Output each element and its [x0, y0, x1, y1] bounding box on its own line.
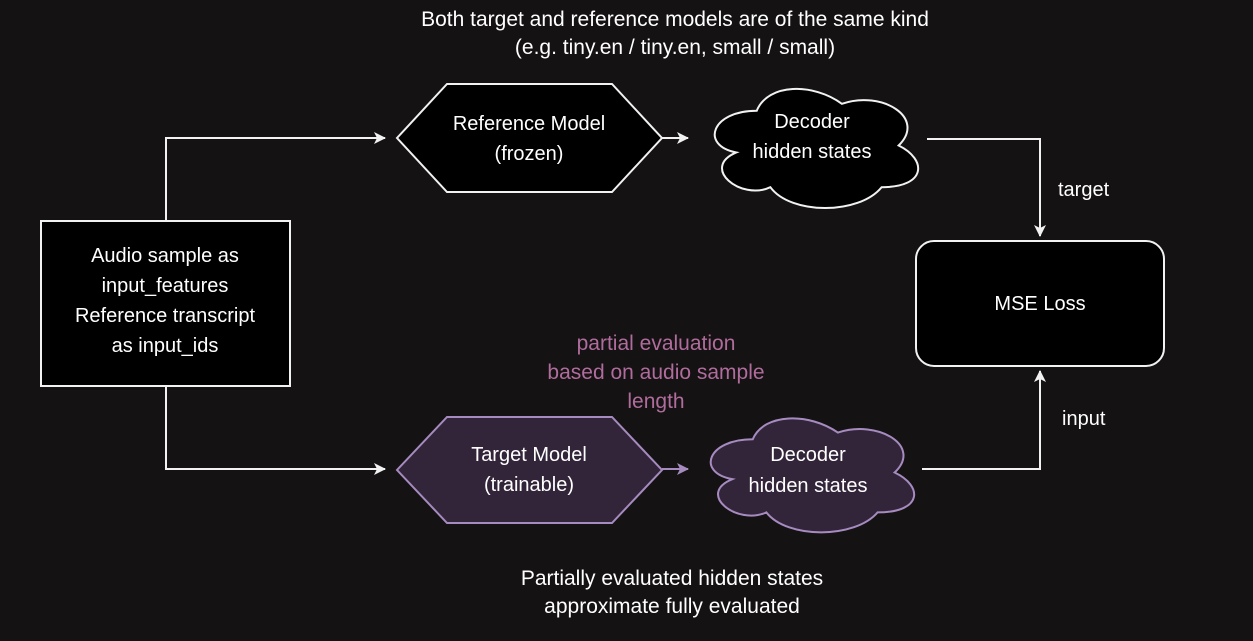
input-box-line-2: input_features [102, 275, 229, 297]
mse-loss-rect [915, 240, 1165, 367]
input-box-rect [40, 220, 291, 387]
top-note-line-1: Both target and reference models are of … [421, 8, 929, 31]
reference-model-line-2: (frozen) [495, 143, 564, 165]
partial-note-line-2: based on audio sample [547, 361, 764, 384]
bottom-note-line-2: approximate fully evaluated [544, 595, 800, 618]
reference-hidden-cloud [713, 87, 920, 210]
top-note: Both target and reference models are of … [421, 8, 929, 59]
input-box-node: Audio sample as input_features Reference… [40, 220, 291, 387]
reference-model-hexagon [395, 83, 664, 193]
target-model-hexagon [395, 416, 664, 524]
input-box-line-1: Audio sample as [91, 245, 239, 267]
partial-evaluation-note: partial evaluation based on audio sample… [547, 332, 764, 413]
input-box-line-4: as input_ids [112, 335, 219, 357]
edge-label-target: target [1058, 179, 1110, 201]
mse-loss-label: MSE Loss [994, 293, 1085, 315]
reference-model-node: Reference Model (frozen) [395, 83, 664, 193]
edge-input-to-target-model [165, 386, 386, 475]
reference-model-line-1: Reference Model [453, 113, 605, 135]
edge-target-hidden-to-mse [922, 370, 1046, 470]
input-box-line-3: Reference transcript [75, 305, 256, 327]
target-model-line-1: Target Model [471, 444, 587, 466]
edge-label-input: input [1062, 408, 1106, 430]
reference-hidden-line-2: hidden states [753, 141, 872, 163]
target-hidden-line-2: hidden states [749, 475, 868, 497]
top-note-line-2: (e.g. tiny.en / tiny.en, small / small) [515, 36, 835, 59]
target-model-line-2: (trainable) [484, 474, 574, 496]
edge-input-to-reference-model [165, 132, 386, 221]
target-hidden-cloud [709, 417, 916, 534]
reference-hidden-states-node: Decoder hidden states [713, 87, 920, 210]
mse-loss-node: MSE Loss [915, 240, 1165, 367]
reference-hidden-line-1: Decoder [774, 111, 850, 133]
target-hidden-states-node: Decoder hidden states [709, 417, 916, 534]
target-hidden-line-1: Decoder [770, 444, 846, 466]
edge-reference-hidden-to-mse [927, 138, 1046, 237]
partial-note-line-3: length [627, 390, 684, 413]
partial-note-line-1: partial evaluation [577, 332, 736, 355]
target-model-node: Target Model (trainable) [395, 416, 664, 524]
bottom-note: Partially evaluated hidden states approx… [521, 567, 823, 618]
bottom-note-line-1: Partially evaluated hidden states [521, 567, 823, 590]
